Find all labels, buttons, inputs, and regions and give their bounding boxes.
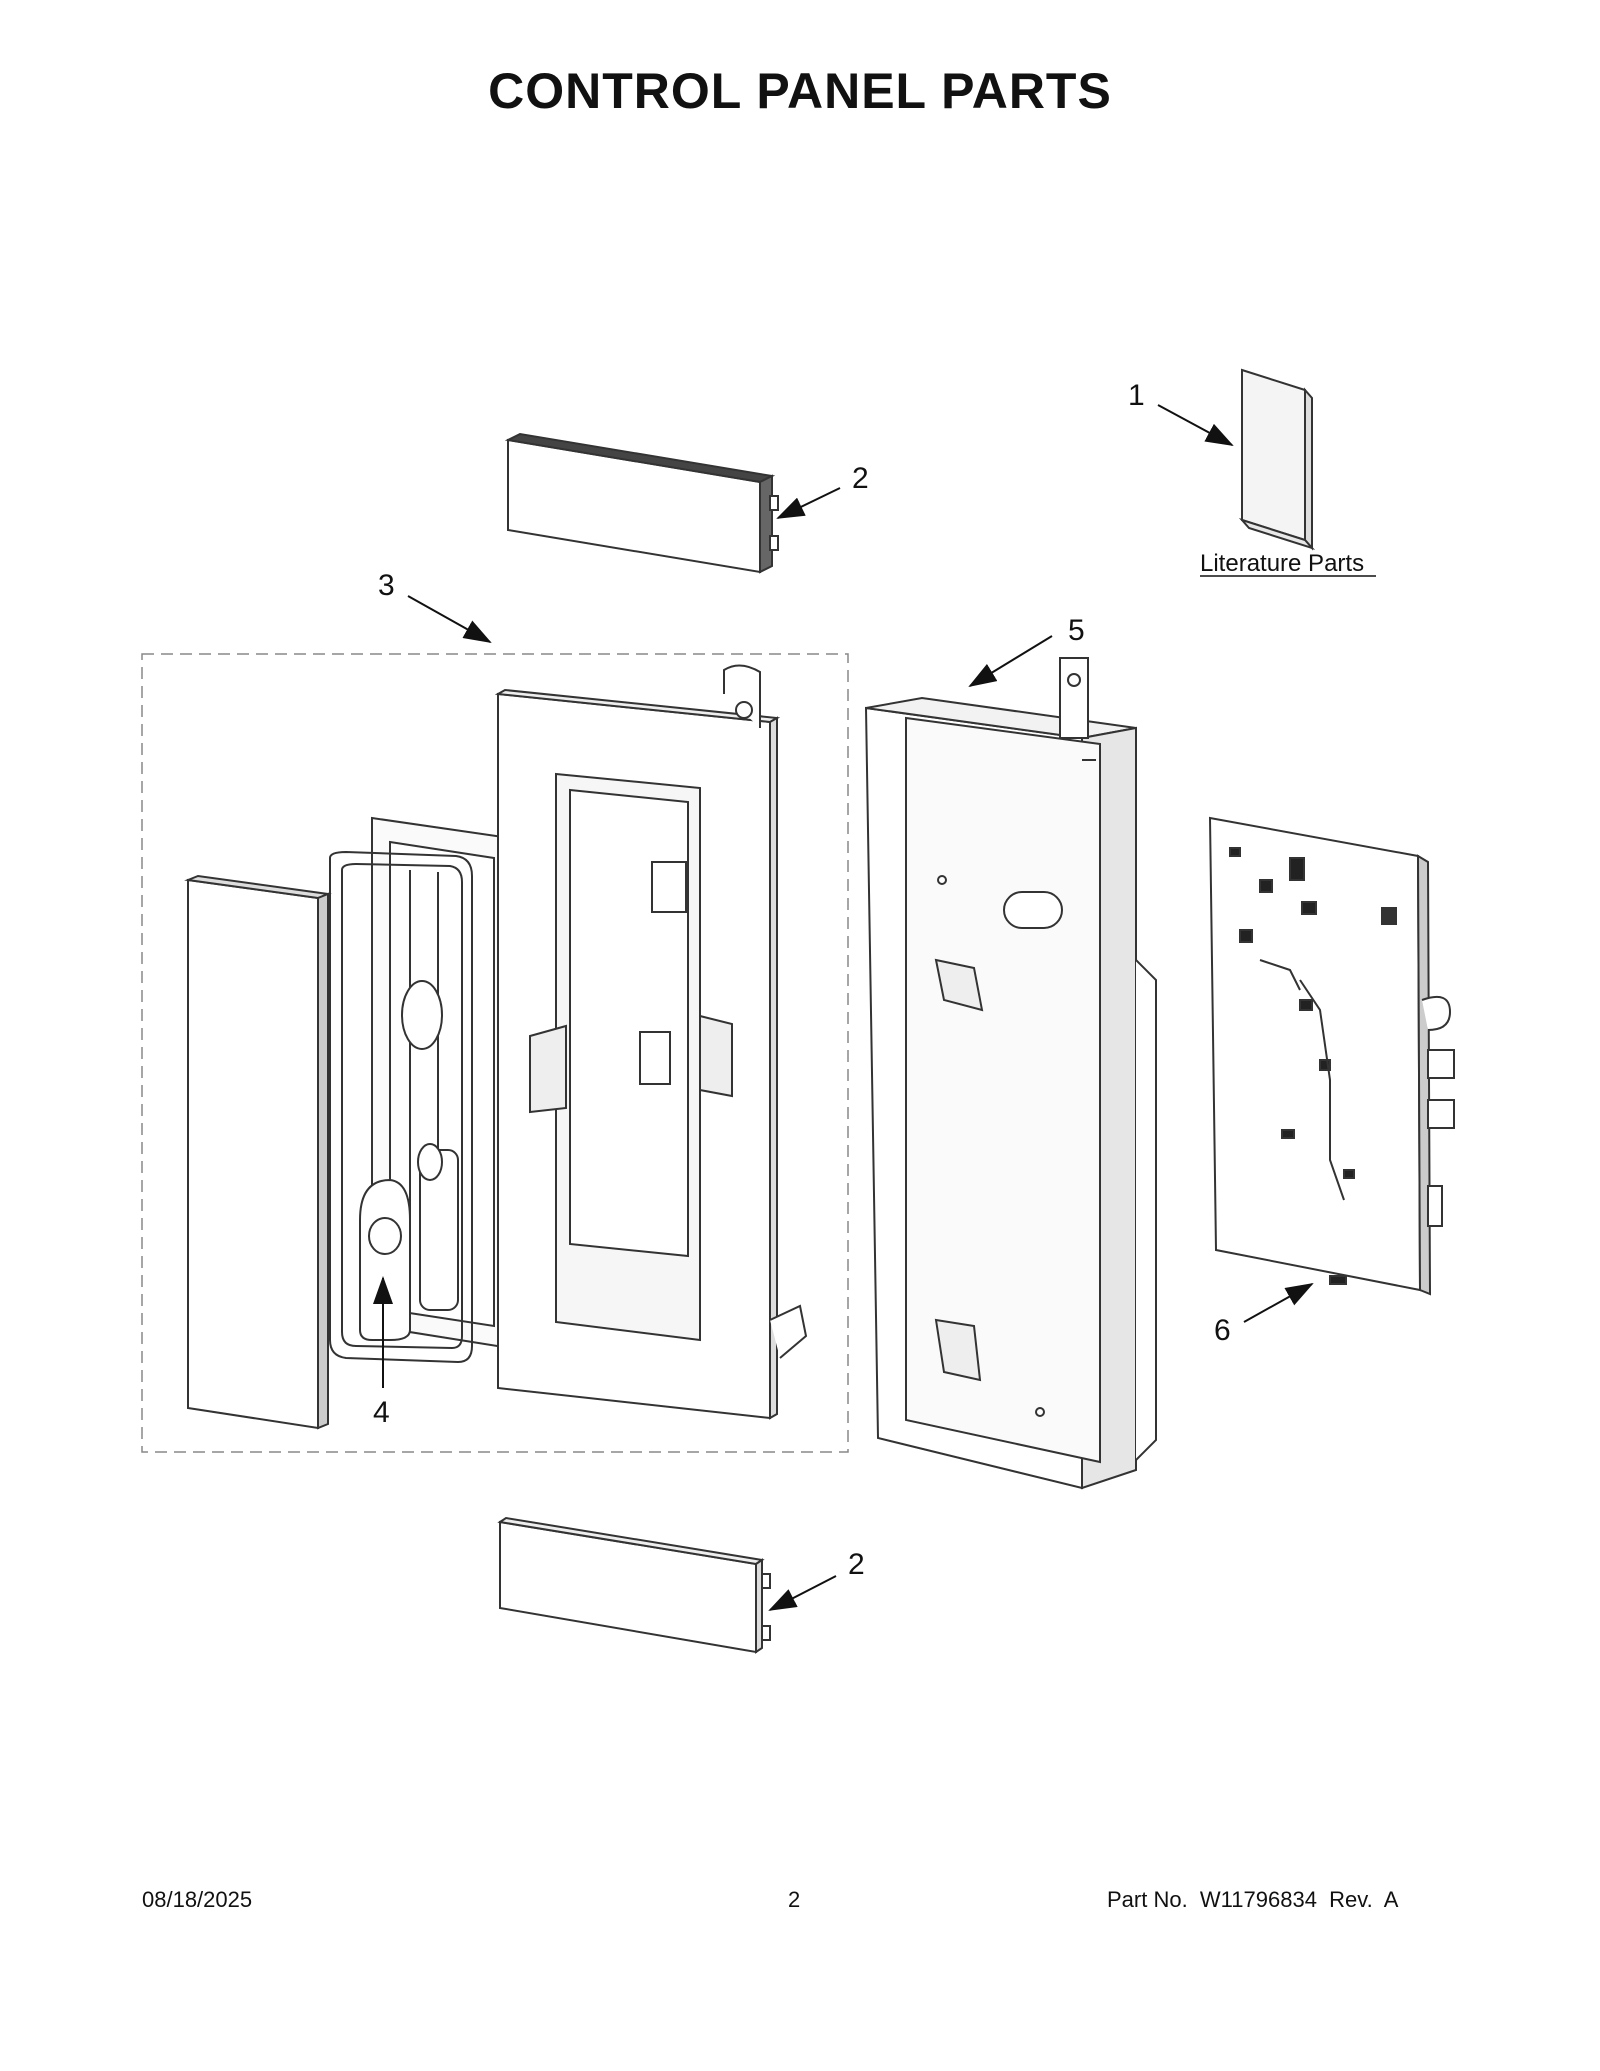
mounting-bracket-part	[864, 657, 1157, 1490]
callout-3: 3	[378, 569, 395, 602]
footer-part-number: Part No. W11796834 Rev. A	[1107, 1887, 1399, 1912]
end-cap-bottom-part	[497, 1516, 771, 1654]
literature-booklet-part	[1238, 368, 1316, 551]
assembly-3-boundary	[141, 653, 849, 1453]
end-cap-top-part	[504, 432, 779, 574]
console-housing-part	[494, 664, 808, 1420]
callout-2-top: 2	[852, 462, 869, 495]
callout-1: 1	[1128, 379, 1145, 412]
page-title: CONTROL PANEL PARTS	[488, 63, 1112, 119]
footer-date: 08/18/2025	[142, 1887, 253, 1912]
callout-4: 4	[373, 1396, 390, 1429]
control-frame-part	[329, 816, 511, 1364]
callout-5: 5	[1068, 614, 1085, 647]
footer-page-number: 2	[788, 1887, 801, 1912]
overlay-panel-part	[184, 874, 332, 1430]
control-board-part	[1208, 816, 1455, 1296]
callout-6: 6	[1214, 1314, 1231, 1347]
callout-2-bottom: 2	[848, 1548, 865, 1581]
literature-parts-label: Literature Parts	[1200, 550, 1364, 577]
